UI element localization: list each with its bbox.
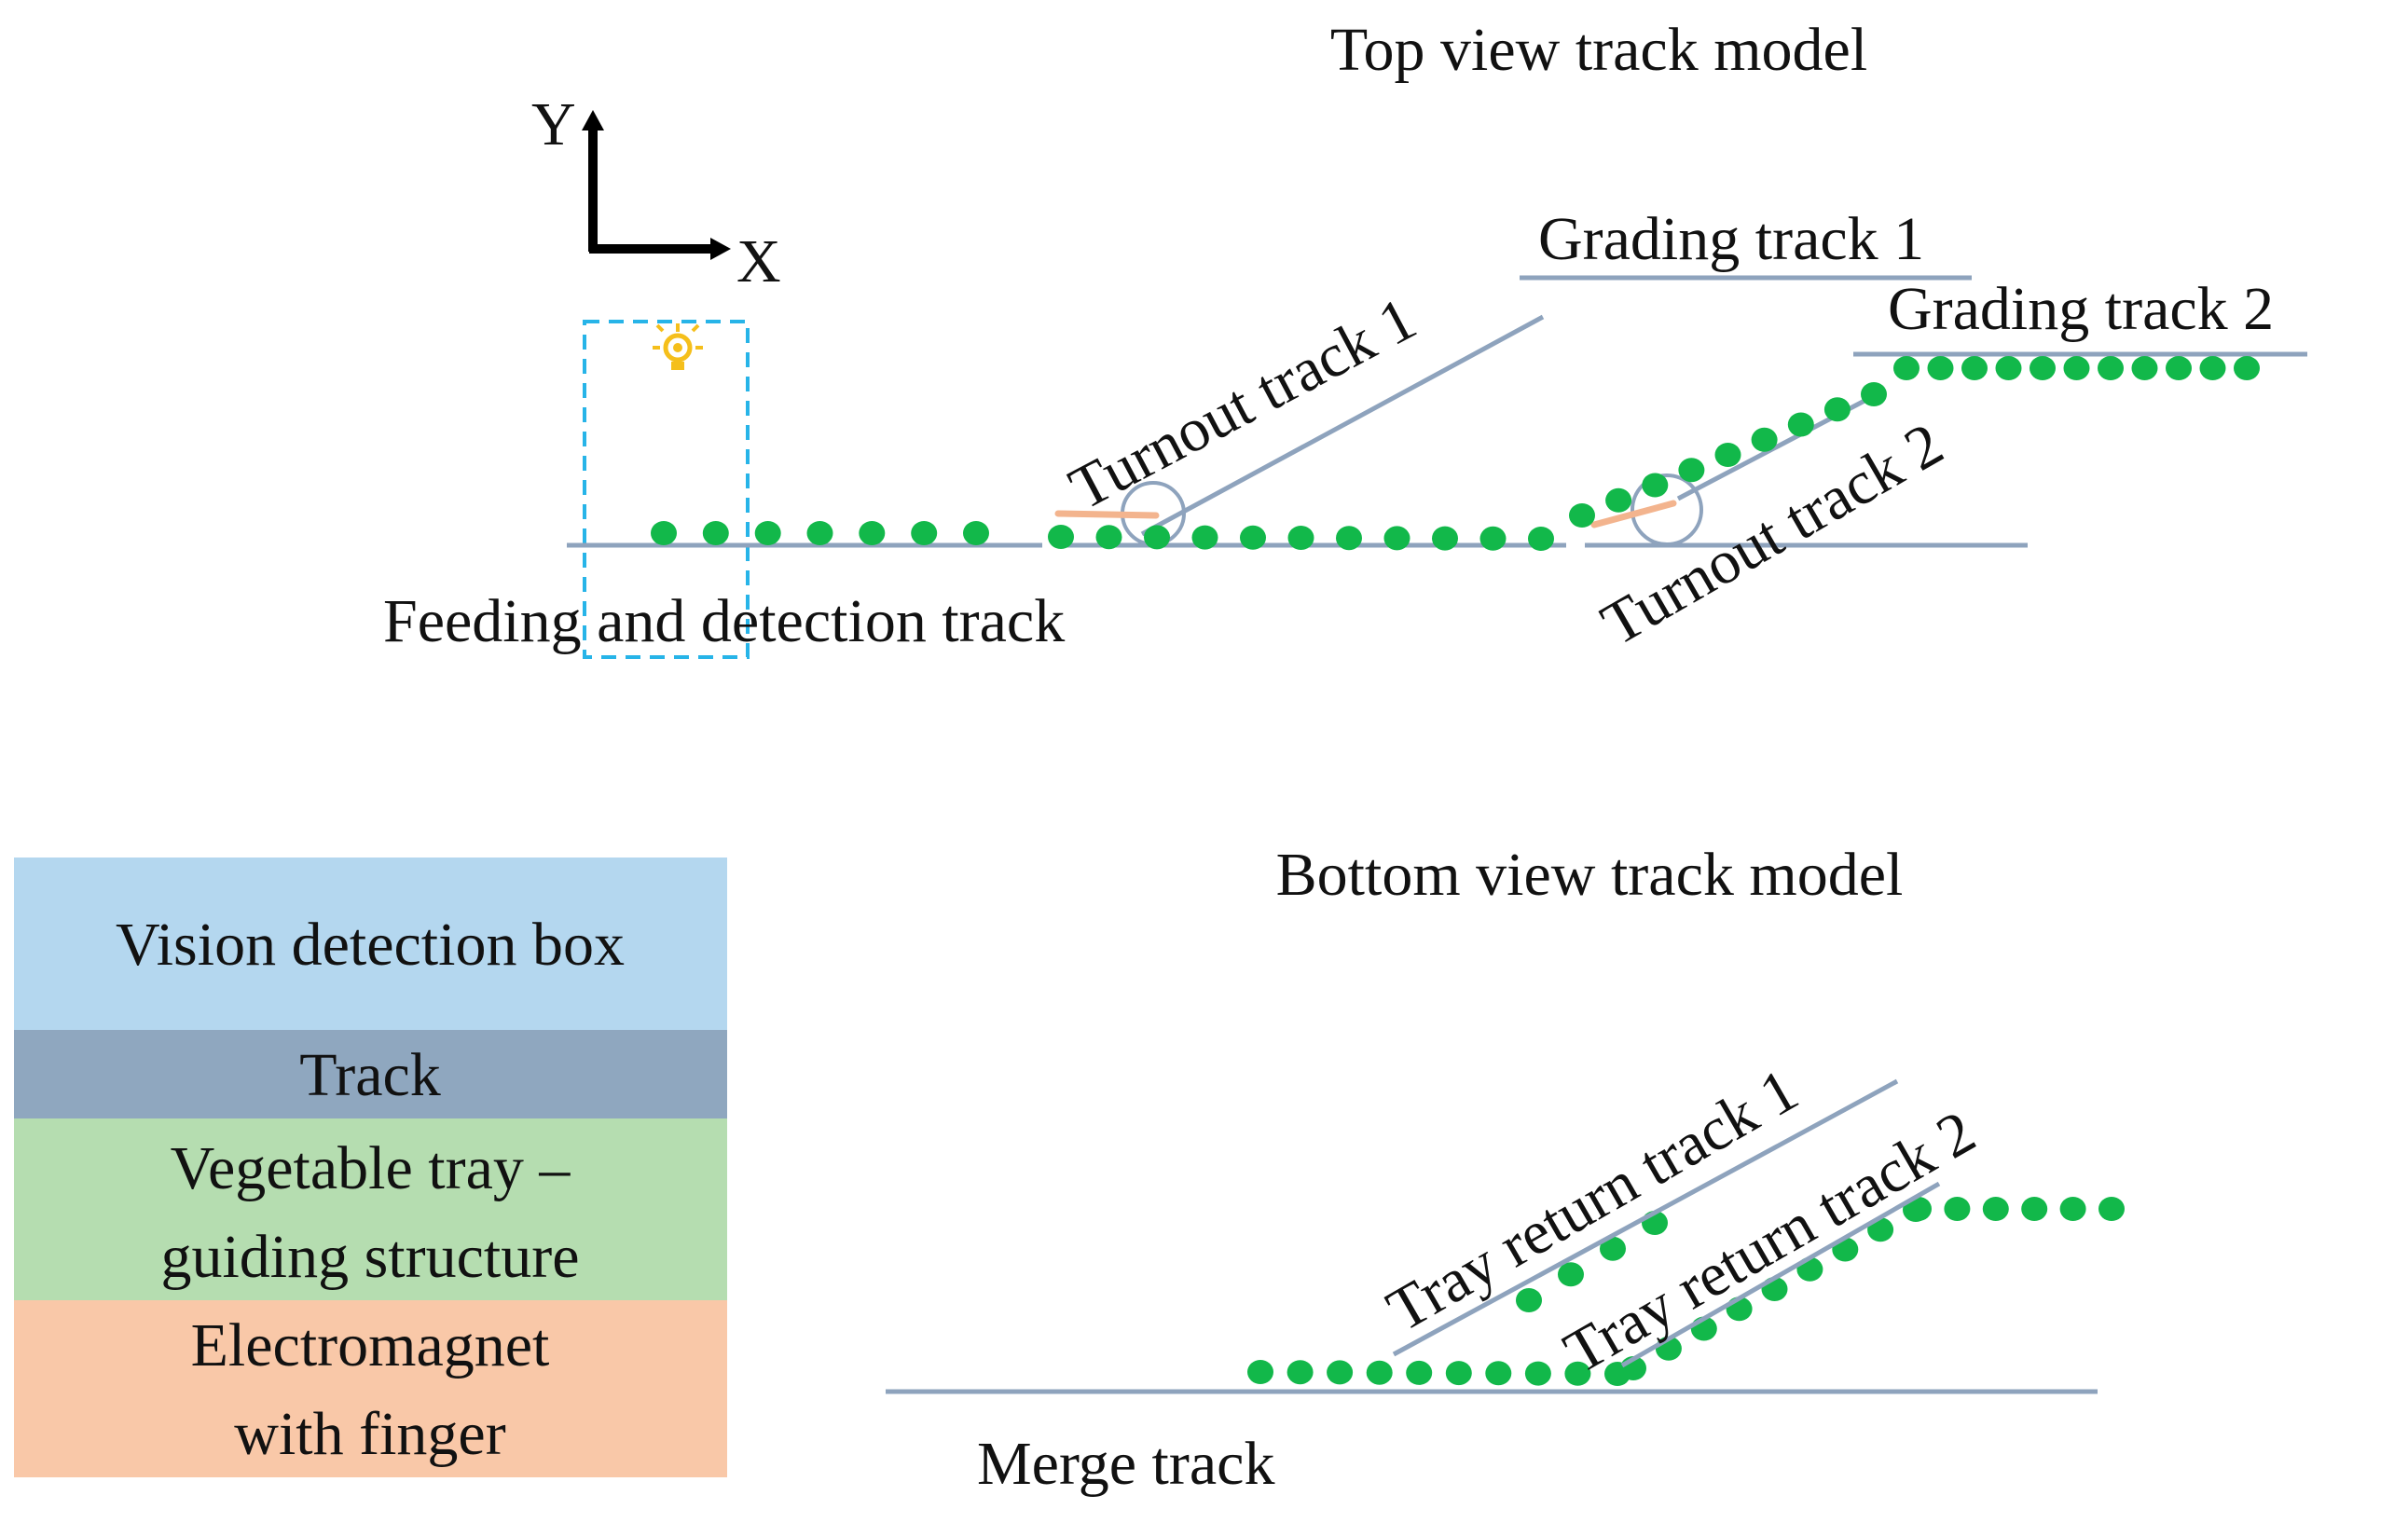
tray-dot	[1524, 1361, 1551, 1386]
tray-dot	[651, 521, 677, 545]
tray-dot	[1287, 526, 1314, 550]
tray-dot	[2098, 356, 2124, 380]
tray-dot	[2131, 356, 2158, 380]
legend-swatch-magnet	[14, 1300, 727, 1477]
tray-dot	[1048, 525, 1074, 549]
legend-label-magnet-line2: with finger	[234, 1400, 505, 1468]
tray-dot	[1823, 397, 1851, 422]
bottom-view-title: Bottom view track model	[1276, 841, 1904, 909]
x-axis-label: X	[736, 227, 781, 295]
tray-dot	[1485, 1361, 1512, 1386]
legend-label-tray-line2: guiding structure	[160, 1223, 579, 1291]
tray-dot	[2030, 356, 2056, 380]
tray-dot	[1893, 356, 1920, 380]
tray-dot	[911, 521, 938, 545]
tray-dot	[1336, 526, 1362, 551]
tray-dot	[754, 521, 781, 545]
tray-dot	[1642, 473, 1669, 498]
tray-dot	[1558, 1262, 1584, 1287]
tray-dot	[702, 521, 729, 545]
vegetable-tray-dots	[651, 356, 2260, 1386]
top-view-title: Top view track model	[1330, 16, 1867, 84]
tray-dot	[2059, 1197, 2086, 1221]
tray-return-track-1-line	[1392, 1078, 1899, 1357]
tray-dot	[1678, 458, 1705, 483]
legend-label-track: Track	[299, 1041, 441, 1109]
turnout-track-1-label: Turnout track 1	[1059, 284, 1427, 523]
electromagnet-finger-2	[1590, 500, 1677, 528]
lightbulb-icon	[653, 323, 703, 370]
tray-dot	[1366, 1360, 1393, 1385]
tray-dot	[963, 521, 989, 545]
tray-dot	[2234, 356, 2260, 380]
tray-dot	[1982, 1197, 2009, 1221]
tray-dot	[1995, 356, 2022, 380]
grading-track-1-label: Grading track 1	[1538, 205, 1924, 273]
tray-dot	[2063, 356, 2090, 380]
tray-return-track-2-line	[1620, 1181, 1941, 1368]
tray-dot	[1144, 525, 1170, 550]
tray-dot	[1605, 487, 1632, 513]
legend-label-magnet-line1: Electromagnet	[191, 1311, 550, 1379]
vision-detection-box	[583, 320, 750, 659]
legend-swatch-tray	[14, 1118, 727, 1300]
tray-dot	[2166, 356, 2192, 380]
tray-dot	[1287, 1360, 1314, 1385]
tray-dot	[1191, 525, 1218, 550]
feeding-track-label: Feeding and detection track	[383, 587, 1065, 655]
tray-dot	[1445, 1361, 1472, 1386]
tray-dot	[859, 521, 886, 545]
tray-dot	[1861, 382, 1887, 406]
tray-dot	[1240, 525, 1266, 550]
tray-dot	[1751, 427, 1778, 452]
tray-dot	[1564, 1361, 1591, 1386]
tray-dot	[1095, 525, 1122, 550]
legend-label-tray-line1: Vegetable tray –	[171, 1134, 571, 1202]
tray-dot	[1383, 526, 1410, 551]
legend-label-vision: Vision detection box	[116, 911, 625, 979]
tray-dot	[1787, 412, 1814, 437]
tray-dot	[1569, 503, 1595, 528]
grading-track-2-label: Grading track 2	[1888, 275, 2274, 343]
tray-dot	[1961, 356, 1988, 380]
tray-dot	[2199, 356, 2226, 380]
tray-dot	[1906, 1197, 1932, 1221]
turnout-switch-2	[1631, 473, 1703, 546]
legend-swatch-track	[14, 1030, 727, 1118]
tray-dot	[1600, 1236, 1626, 1261]
tray-dot	[1944, 1197, 1971, 1221]
tray-dot	[806, 521, 833, 545]
tray-dot	[1528, 527, 1554, 551]
tray-dot	[2021, 1197, 2048, 1221]
legend: Vision detection box Track Vegetable tra…	[14, 858, 727, 1477]
tray-dot	[1479, 526, 1507, 551]
tray-dot	[1432, 526, 1458, 551]
tray-dot	[1247, 1360, 1273, 1384]
electromagnet-finger-1	[1054, 510, 1160, 519]
tray-dot	[1516, 1288, 1542, 1312]
xy-axis-icon	[582, 110, 731, 260]
tray-dot	[2098, 1197, 2125, 1221]
y-axis-label: Y	[531, 90, 576, 158]
merge-track-label: Merge track	[977, 1430, 1274, 1498]
tray-dot	[1327, 1360, 1354, 1385]
tray-dot	[1927, 356, 1954, 380]
legend-swatch-vision	[14, 858, 727, 1030]
tray-dot	[1714, 443, 1741, 467]
turnout-track-1-line	[1140, 314, 1545, 537]
tray-dot	[1406, 1360, 1433, 1385]
